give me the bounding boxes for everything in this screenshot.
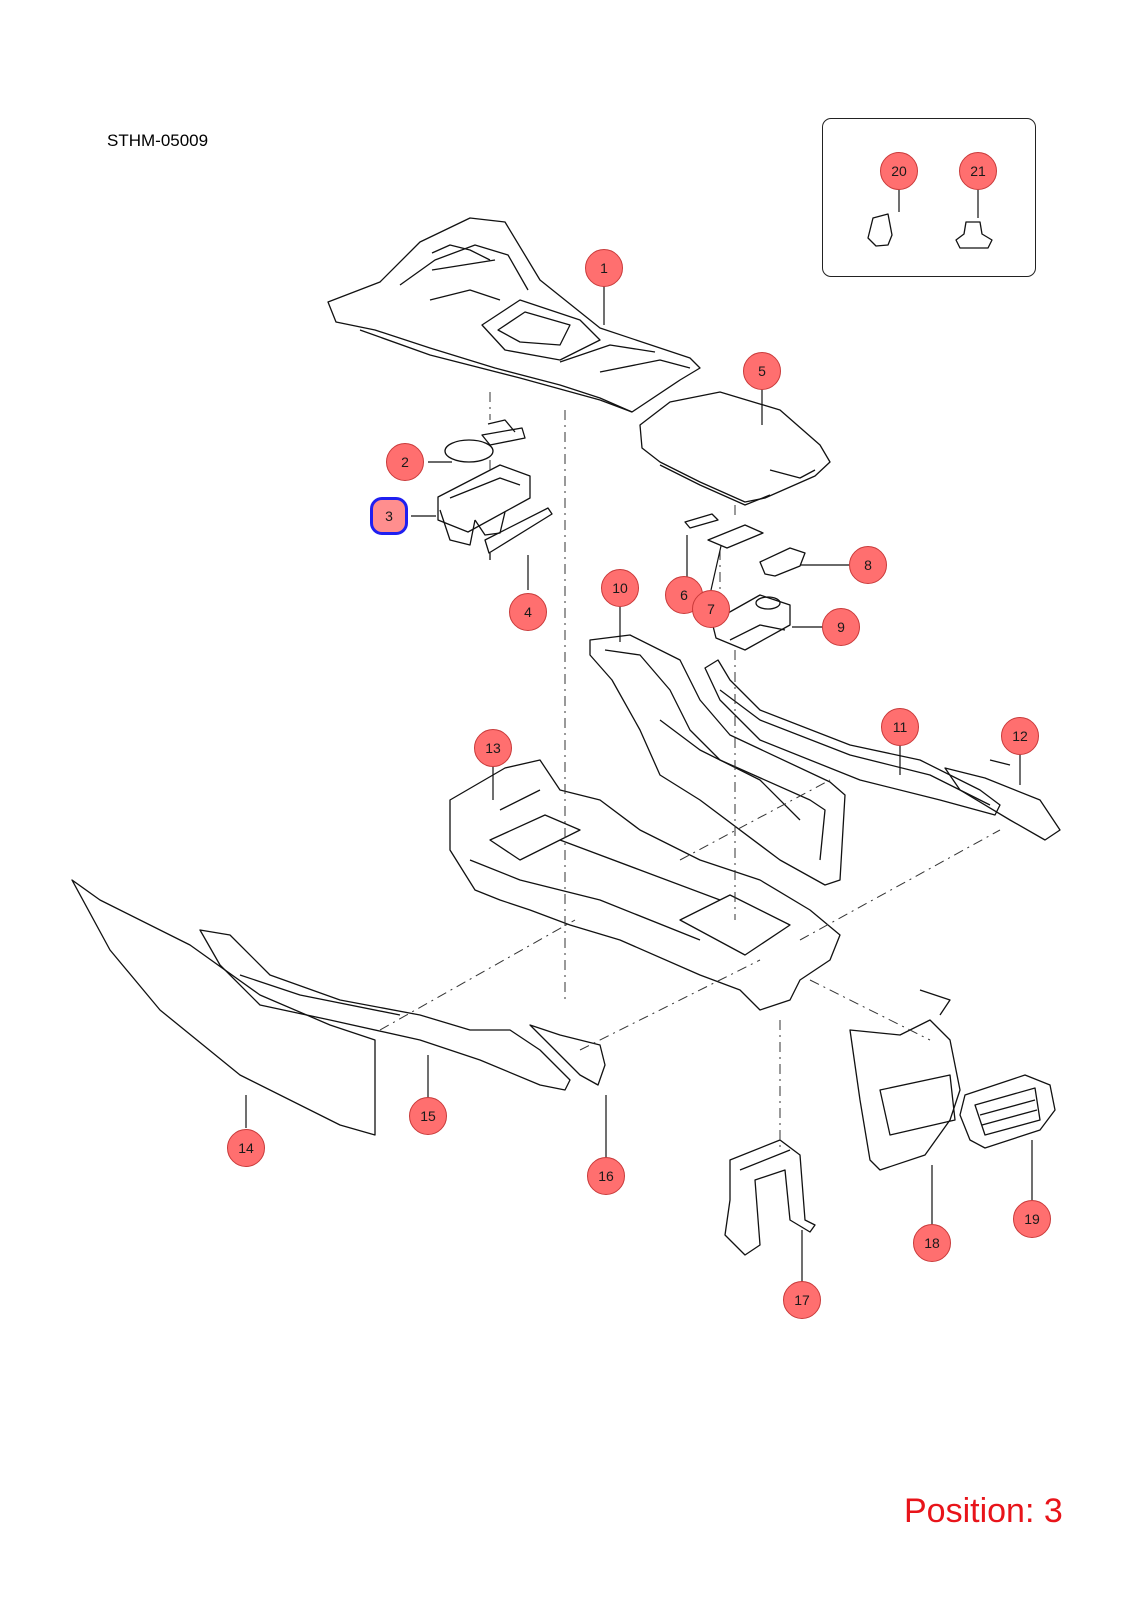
assembly-line-5 <box>679 779 831 861</box>
callout-12[interactable]: 12 <box>1001 717 1039 755</box>
assembly-line-7 <box>379 919 576 1031</box>
part-1-console-top-trim <box>327 217 701 413</box>
part-11-side-rail <box>704 659 1001 816</box>
callout-20[interactable]: 20 <box>880 152 918 190</box>
part-20-clip <box>867 213 893 247</box>
callout-13[interactable]: 13 <box>474 729 512 767</box>
part-18-rear-panel <box>849 989 961 1171</box>
part-19-rear-vent <box>959 1074 1056 1149</box>
callout-18[interactable]: 18 <box>913 1224 951 1262</box>
part-15-lower-trim <box>199 929 571 1091</box>
callout-5[interactable]: 5 <box>743 352 781 390</box>
fastener-inset-box <box>822 118 1036 277</box>
part-2-cup-mat <box>444 419 526 463</box>
leader-7 <box>710 545 722 591</box>
assembly-line-8 <box>579 959 761 1051</box>
callout-8[interactable]: 8 <box>849 546 887 584</box>
callout-9[interactable]: 9 <box>822 608 860 646</box>
callout-19[interactable]: 19 <box>1013 1200 1051 1238</box>
part-6-pad <box>684 513 719 529</box>
part-5-armrest-lid <box>639 391 831 506</box>
document-code: STHM-05009 <box>107 131 209 150</box>
callout-10[interactable]: 10 <box>601 569 639 607</box>
position-indicator: Position: 3 <box>904 1492 1063 1530</box>
callout-14[interactable]: 14 <box>227 1129 265 1167</box>
callout-4[interactable]: 4 <box>509 593 547 631</box>
part-16-end-cap <box>529 1024 606 1086</box>
part-14-side-cover <box>71 879 376 1136</box>
part-13-console-body <box>449 759 841 1011</box>
callout-2[interactable]: 2 <box>386 443 424 481</box>
assembly-line-6 <box>799 829 1001 941</box>
callout-16[interactable]: 16 <box>587 1157 625 1195</box>
part-8-cover <box>759 547 806 577</box>
callout-17[interactable]: 17 <box>783 1281 821 1319</box>
assembly-line-9 <box>809 979 931 1041</box>
part-3-cup-holder <box>437 464 531 546</box>
callout-21[interactable]: 21 <box>959 152 997 190</box>
part-10-side-panel <box>589 634 846 886</box>
part-9-storage-tray <box>711 594 791 651</box>
part-21-clip <box>955 221 993 249</box>
callout-11[interactable]: 11 <box>881 708 919 746</box>
callout-1[interactable]: 1 <box>585 249 623 287</box>
callout-7[interactable]: 7 <box>692 590 730 628</box>
part-17-mount-bracket <box>724 1139 816 1256</box>
part-4-bracket <box>484 507 553 560</box>
part-7-pad <box>707 524 764 549</box>
callout-15[interactable]: 15 <box>409 1097 447 1135</box>
part-12-trim-strip <box>944 759 1061 841</box>
callout-3-selected[interactable]: 3 <box>370 497 408 535</box>
